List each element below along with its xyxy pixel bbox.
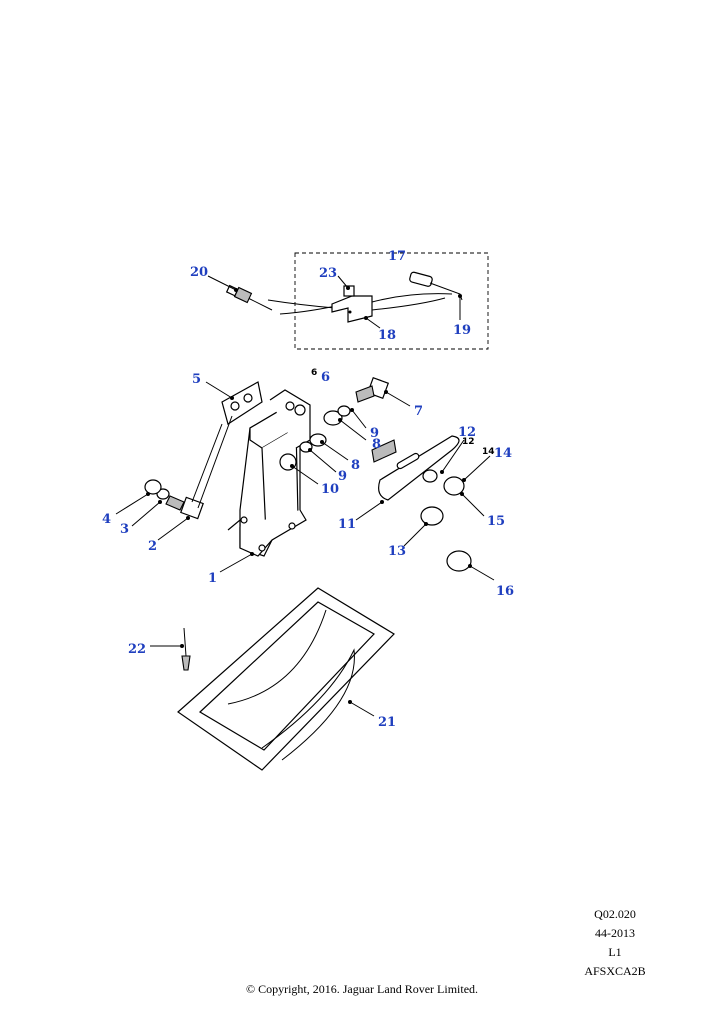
callout-8b: 8	[351, 458, 360, 473]
part-22-fitting	[181, 627, 191, 671]
assembly-17-dashed-box	[294, 252, 489, 350]
diagram-date: 44-2013	[595, 926, 635, 940]
part-13-bush	[420, 506, 444, 526]
callout-4: 4	[102, 512, 111, 527]
callout-2: 2	[148, 539, 157, 554]
callout-9a: 9	[370, 426, 379, 441]
part-16-nut	[446, 550, 472, 572]
copyright-notice: © Copyright, 2016. Jaguar Land Rover Lim…	[245, 982, 479, 996]
small-label-14: 14	[482, 447, 495, 457]
callout-13: 13	[388, 544, 406, 559]
callout-6: 6	[321, 370, 330, 385]
callout-1: 1	[208, 571, 217, 586]
small-label-6: 6	[311, 368, 317, 378]
callout-11: 11	[338, 517, 356, 532]
callout-3: 3	[120, 522, 129, 537]
cable-lines	[267, 293, 453, 315]
leader-lines	[115, 275, 495, 717]
part-11-link	[378, 435, 460, 501]
diagram-reference: AFSXCA2B	[584, 964, 646, 978]
callout-20: 20	[190, 265, 208, 280]
callout-5: 5	[192, 372, 201, 387]
part-6-pin	[371, 439, 397, 463]
part-1-bracket	[227, 389, 311, 557]
callout-8a: 8	[372, 437, 381, 452]
part-18-clip	[331, 285, 373, 323]
callout-17: 17	[388, 249, 406, 264]
callout-12: 12	[458, 425, 476, 440]
part-12-washer	[422, 469, 438, 483]
callout-22: 22	[128, 642, 146, 657]
part-19-sensor	[409, 271, 463, 301]
diagram-level: L1	[608, 945, 622, 959]
callout-15: 15	[487, 514, 505, 529]
small-label-12: 12	[462, 437, 475, 447]
callout-10: 10	[321, 482, 339, 497]
part-3-washer	[156, 488, 170, 500]
part-21-gaiter-plate	[177, 587, 395, 771]
part-20-probe	[225, 284, 273, 311]
callout-7: 7	[414, 404, 423, 419]
part-4-washer	[144, 479, 162, 495]
diagram-code: Q02.020	[594, 907, 636, 921]
callout-14: 14	[494, 446, 512, 461]
callout-9b: 9	[338, 469, 347, 484]
callout-23: 23	[319, 266, 337, 281]
callout-16: 16	[496, 584, 514, 599]
callout-19: 19	[453, 323, 471, 338]
part-7-bolt	[355, 376, 390, 403]
callout-21: 21	[378, 715, 396, 730]
part-2-bolt	[165, 415, 233, 520]
part-14-swivel	[443, 476, 465, 496]
part-9-washer	[337, 405, 351, 417]
callout-18: 18	[378, 328, 396, 343]
part-5-plate	[221, 381, 263, 425]
part-8-washer	[323, 410, 343, 426]
part-8b-washer	[309, 433, 327, 447]
